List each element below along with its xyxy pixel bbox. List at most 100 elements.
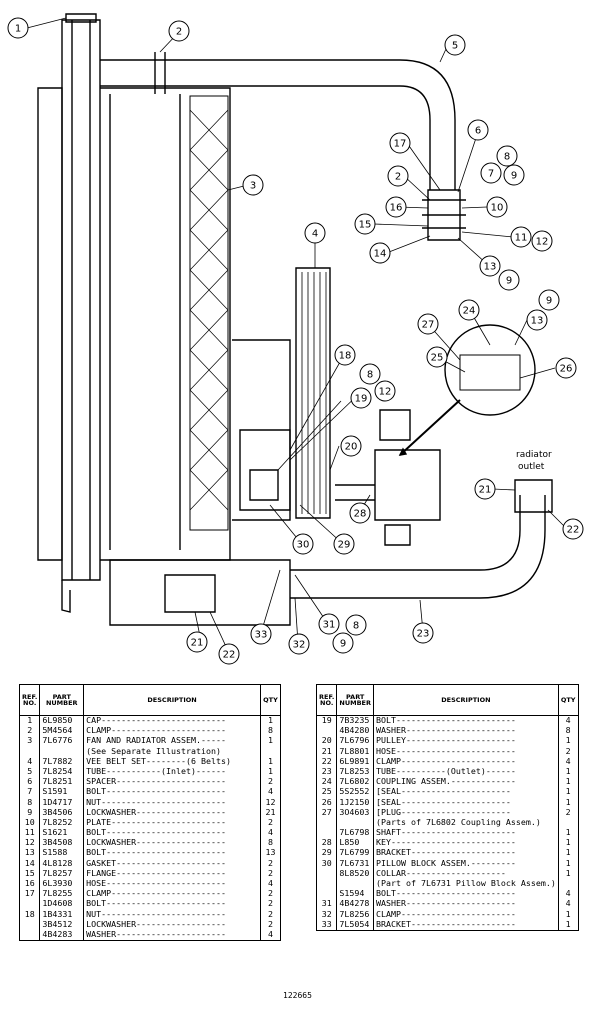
qty-cell: 4	[557, 889, 579, 900]
callout-c32: 32	[288, 633, 310, 655]
description-cell: BOLT------------------------	[83, 787, 261, 798]
col-ref: REF. NO.	[18, 684, 41, 716]
callout-c13b: 13	[526, 309, 548, 331]
callout-label: 13	[531, 316, 544, 327]
callout-label: 11	[515, 233, 528, 244]
qty-cell: 2	[557, 807, 579, 818]
description-cell: KEY-------------------------	[373, 838, 559, 849]
callout-circle	[242, 174, 264, 196]
callout-circle	[7, 17, 29, 39]
col-part-number: PART NUMBER	[336, 684, 374, 716]
part-number-cell: 7L8256	[336, 909, 374, 920]
callout-c12b: 12	[374, 380, 396, 402]
description-cell: FAN AND RADIATOR ASSEM.-----	[83, 736, 261, 747]
callout-label: 31	[323, 620, 336, 631]
part-number-cell: 4B4280	[336, 726, 374, 737]
ref-cell: 19	[315, 715, 338, 727]
ref-cell: 10	[18, 817, 41, 829]
ref-cell	[315, 817, 338, 829]
callout-label: 7	[488, 169, 494, 180]
callout-c5: 5	[444, 34, 466, 56]
lower-hose	[164, 574, 216, 613]
qty-cell	[557, 879, 579, 890]
qty-cell: 8	[260, 838, 281, 849]
description-cell: WASHER----------------------	[373, 899, 559, 910]
col-description: DESCRIPTION	[83, 684, 261, 716]
callout-circle	[333, 533, 355, 555]
callout-c26: 26	[555, 357, 577, 379]
callout-label: 13	[484, 262, 497, 273]
callout-circle	[374, 380, 396, 402]
description-cell: VEE BELT SET--------(6 Belts)	[83, 756, 261, 767]
callout-label: 8	[353, 621, 359, 632]
callout-c11: 11	[510, 226, 532, 248]
col-qty: QTY	[260, 684, 281, 716]
ref-cell: 3	[18, 736, 41, 747]
part-number-cell: S1591	[39, 787, 85, 798]
part-number-cell: 7L8253	[336, 766, 374, 778]
callout-c17: 17	[389, 132, 411, 154]
qty-cell: 1	[557, 777, 579, 788]
qty-cell: 4	[260, 879, 281, 890]
ref-cell: 2	[18, 726, 41, 737]
callout-label: 25	[431, 353, 444, 364]
callout-circle	[186, 631, 208, 653]
ref-cell: 7	[18, 787, 41, 798]
description-cell: SHAFT-----------------------	[373, 828, 559, 839]
callout-label: 8	[367, 370, 373, 381]
description-cell: HOSE------------------------	[83, 879, 261, 890]
part-number-cell: 3B4512	[39, 919, 85, 930]
callout-circle	[218, 643, 240, 665]
part-number-cell: 7L8801	[336, 746, 374, 757]
ref-cell	[18, 899, 41, 910]
qty-cell: 8	[260, 726, 281, 737]
qty-cell: 4	[557, 899, 579, 910]
callout-circle	[474, 478, 496, 500]
callout-circle	[458, 299, 480, 321]
ref-cell: 14	[18, 858, 41, 869]
description-cell: COUPLING ASSEM.-------------	[373, 777, 559, 788]
part-number-cell: 7L6799	[336, 848, 374, 859]
part-number-cell: 3O4603	[336, 807, 374, 818]
ref-cell: 17	[18, 889, 41, 900]
callout-c9d: 9	[332, 632, 354, 654]
ref-cell: 9	[18, 807, 41, 818]
callout-label: 29	[338, 540, 351, 551]
vee-belt-set	[295, 267, 331, 519]
callout-c33: 33	[250, 623, 272, 645]
ref-cell: 30	[315, 858, 338, 869]
part-number-cell: 1B4331	[39, 909, 85, 920]
callout-circle	[318, 613, 340, 635]
callout-circle	[555, 357, 577, 379]
callout-c28: 28	[349, 502, 371, 524]
callout-c9b: 9	[498, 269, 520, 291]
callout-circle	[562, 518, 584, 540]
description-cell: PULLEY----------------------	[373, 736, 559, 747]
ref-cell: 4	[18, 756, 41, 767]
qty-cell: 4	[260, 787, 281, 798]
outlet-tube	[290, 495, 546, 599]
qty-cell: 8	[557, 726, 579, 737]
part-number-cell: 7L8251	[39, 777, 85, 788]
callout-circle	[479, 255, 501, 277]
callout-label: 20	[345, 442, 358, 453]
part-number-cell: 6L9850	[39, 715, 85, 727]
callout-c21b: 21	[186, 631, 208, 653]
callout-label: 10	[491, 203, 504, 214]
table-row: (Parts of 7L6802 Coupling Assem.)	[315, 817, 579, 829]
description-cell: TUBE-----------(Inlet)------	[83, 766, 261, 778]
qty-cell: 2	[260, 817, 281, 829]
part-number-cell: 7L6731	[336, 858, 374, 869]
ref-cell: 8	[18, 797, 41, 808]
description-cell: NUT-------------------------	[83, 909, 261, 920]
qty-cell: 2	[557, 746, 579, 757]
description-cell: [PLUG----------------------	[373, 807, 559, 818]
